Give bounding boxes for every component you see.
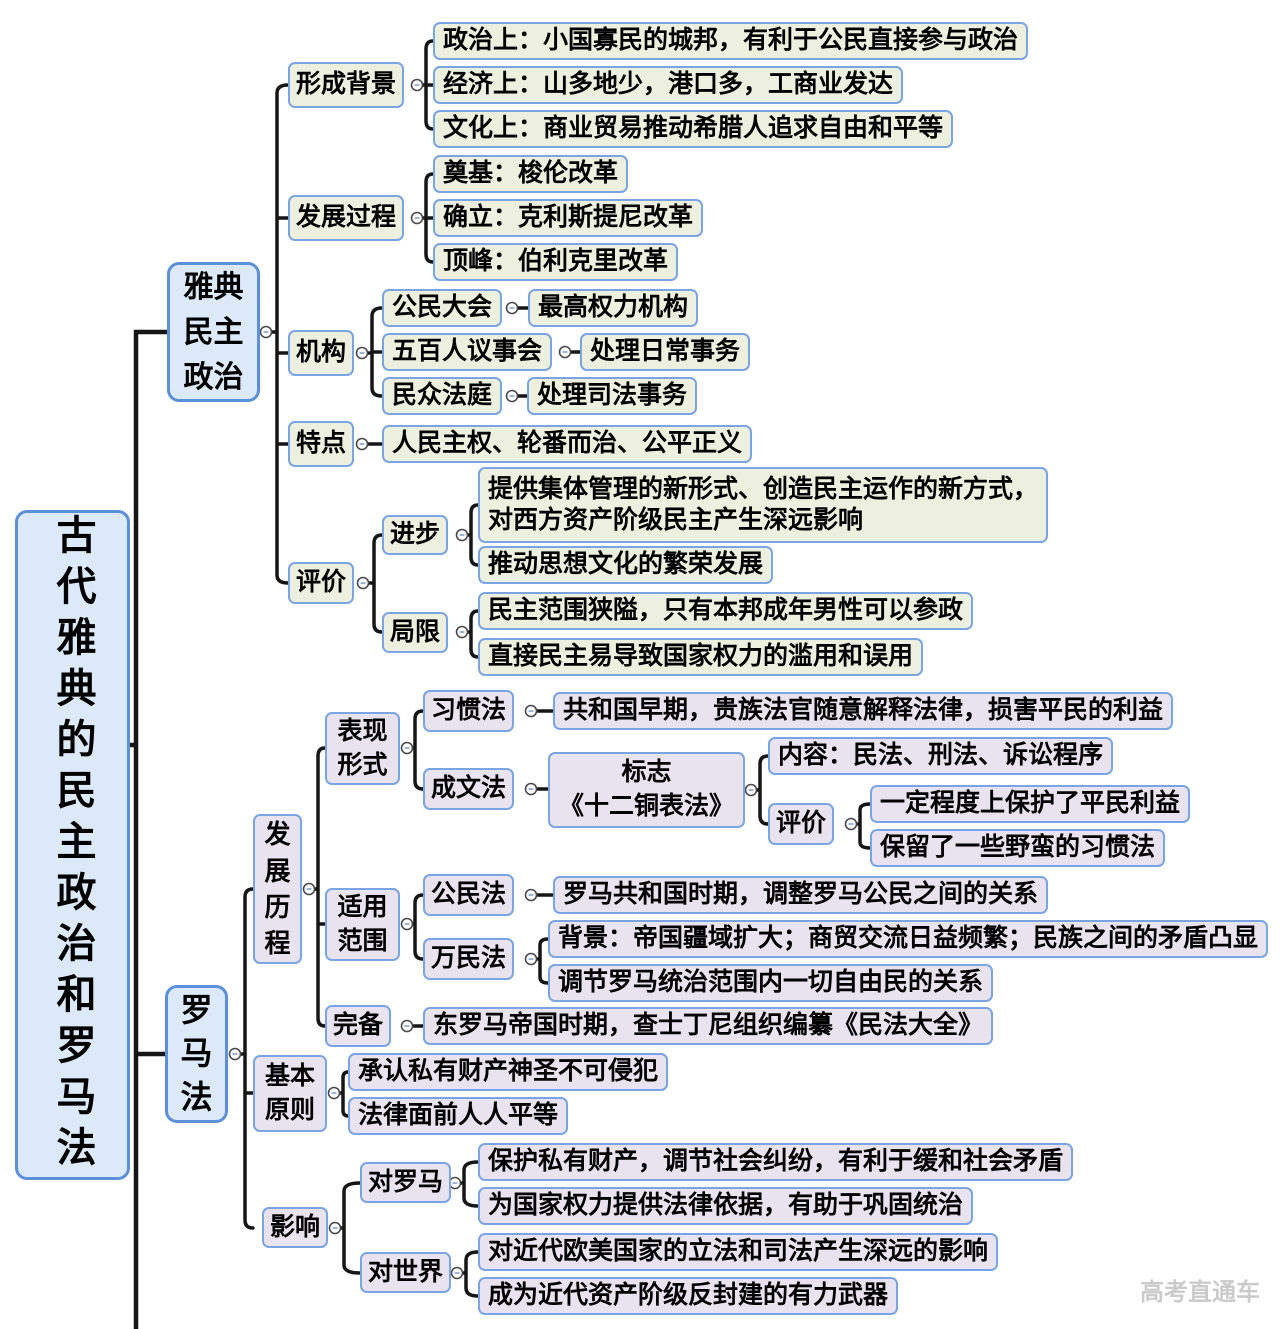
leaf-limits-item2: 直接民主易导致国家权力的滥用和误用 [478, 638, 924, 676]
leaf-world-item2: 成为近代资产阶级反封建的有力武器 [478, 1277, 899, 1315]
node-principles: 基本 原则 [253, 1055, 327, 1132]
node-influence: 影响 [262, 1207, 329, 1248]
leaf-organ-assembly-role: 最高权力机构 [528, 289, 699, 327]
node-root: 古代雅典的民主政治和罗马法 [15, 510, 130, 1180]
node-written-mark: 标志 《十二铜表法》 [548, 752, 745, 828]
leaf-organ-court-role: 处理司法事务 [527, 377, 698, 415]
leaf-process-founding: 奠基：梭伦改革 [433, 155, 629, 193]
leaf-background-economic: 经济上：山多地少，港口多，工商业发达 [433, 66, 904, 104]
leaf-background-political: 政治上：小国寡民的城邦，有利于公民直接参与政治 [433, 22, 1029, 60]
node-written-evaluation: 评价 [768, 803, 835, 845]
node-scope: 适用 范围 [325, 888, 400, 961]
leaf-nations-background: 背景：帝国疆域扩大；商贸交流日益频繁；民族之间的矛盾凸显 [548, 920, 1269, 958]
node-forms-written: 成文法 [423, 768, 515, 810]
node-scope-nations: 万民法 [423, 938, 515, 980]
leaf-principles-item1: 承认私有财产神圣不可侵犯 [348, 1053, 669, 1091]
leaf-customary-desc: 共和国早期，贵族法官随意解释法律，损害平民的利益 [553, 692, 1174, 730]
leaf-complete-desc: 东罗马帝国时期，查士丁尼组织编纂《民法大全》 [423, 1007, 994, 1045]
watermark-text: 高考直通车 [1140, 1279, 1260, 1306]
node-complete: 完备 [325, 1005, 392, 1047]
leaf-principles-item2: 法律面前人人平等 [348, 1097, 569, 1135]
leaf-process-peak: 顶峰：伯利克里改革 [433, 243, 679, 281]
leaf-rome-item2: 为国家权力提供法律依据，有助于巩固统治 [478, 1187, 974, 1225]
leaf-organ-court: 民众法庭 [382, 377, 503, 415]
leaf-rome-item1: 保护私有财产，调节社会纠纷，有利于缓和社会矛盾 [478, 1143, 1074, 1181]
node-scope-civil: 公民法 [423, 874, 515, 916]
node-athens-background: 形成背景 [288, 62, 405, 108]
node-influence-rome: 对罗马 [360, 1162, 452, 1203]
leaf-progress-item1: 提供集体管理的新形式、创造民主运作的新方式， 对西方资产阶级民主产生深远影响 [478, 467, 1049, 543]
node-forms: 表现 形式 [325, 712, 400, 785]
node-evaluation-limits: 局限 [382, 612, 449, 653]
leaf-organ-council: 五百人议事会 [382, 333, 553, 371]
leaf-progress-item2: 推动思想文化的繁荣发展 [478, 546, 774, 584]
leaf-background-cultural: 文化上：商业贸易推动希腊人追求自由和平等 [433, 110, 954, 148]
leaf-nations-desc: 调节罗马统治范围内一切自由民的关系 [548, 964, 994, 1002]
node-athens-process: 发展过程 [288, 195, 405, 241]
leaf-organ-assembly: 公民大会 [382, 289, 503, 327]
leaf-civil-desc: 罗马共和国时期，调整罗马公民之间的关系 [553, 876, 1049, 914]
leaf-organ-council-role: 处理日常事务 [580, 333, 751, 371]
node-forms-customary: 习惯法 [423, 690, 515, 732]
node-athens-evaluation: 评价 [288, 562, 355, 604]
node-athens-organs: 机构 [288, 330, 355, 376]
node-roman-development: 发 展 历 程 [253, 814, 302, 964]
leaf-features-text: 人民主权、轮番而治、公平正义 [382, 425, 753, 463]
node-influence-world: 对世界 [360, 1252, 452, 1293]
leaf-written-eval-con: 保留了一些野蛮的习惯法 [870, 829, 1166, 867]
leaf-process-establish: 确立：克利斯提尼改革 [433, 199, 704, 237]
branch-athens: 雅典 民主 政治 [167, 262, 260, 402]
leaf-written-content: 内容：民法、刑法、诉讼程序 [768, 737, 1114, 775]
node-athens-features: 特点 [288, 421, 355, 467]
node-evaluation-progress: 进步 [382, 515, 449, 555]
leaf-written-eval-pro: 一定程度上保护了平民利益 [870, 785, 1191, 823]
branch-roman: 罗 马 法 [165, 985, 228, 1123]
leaf-limits-item1: 民主范围狭隘，只有本邦成年男性可以参政 [478, 592, 974, 630]
leaf-world-item1: 对近代欧美国家的立法和司法产生深远的影响 [478, 1233, 999, 1271]
